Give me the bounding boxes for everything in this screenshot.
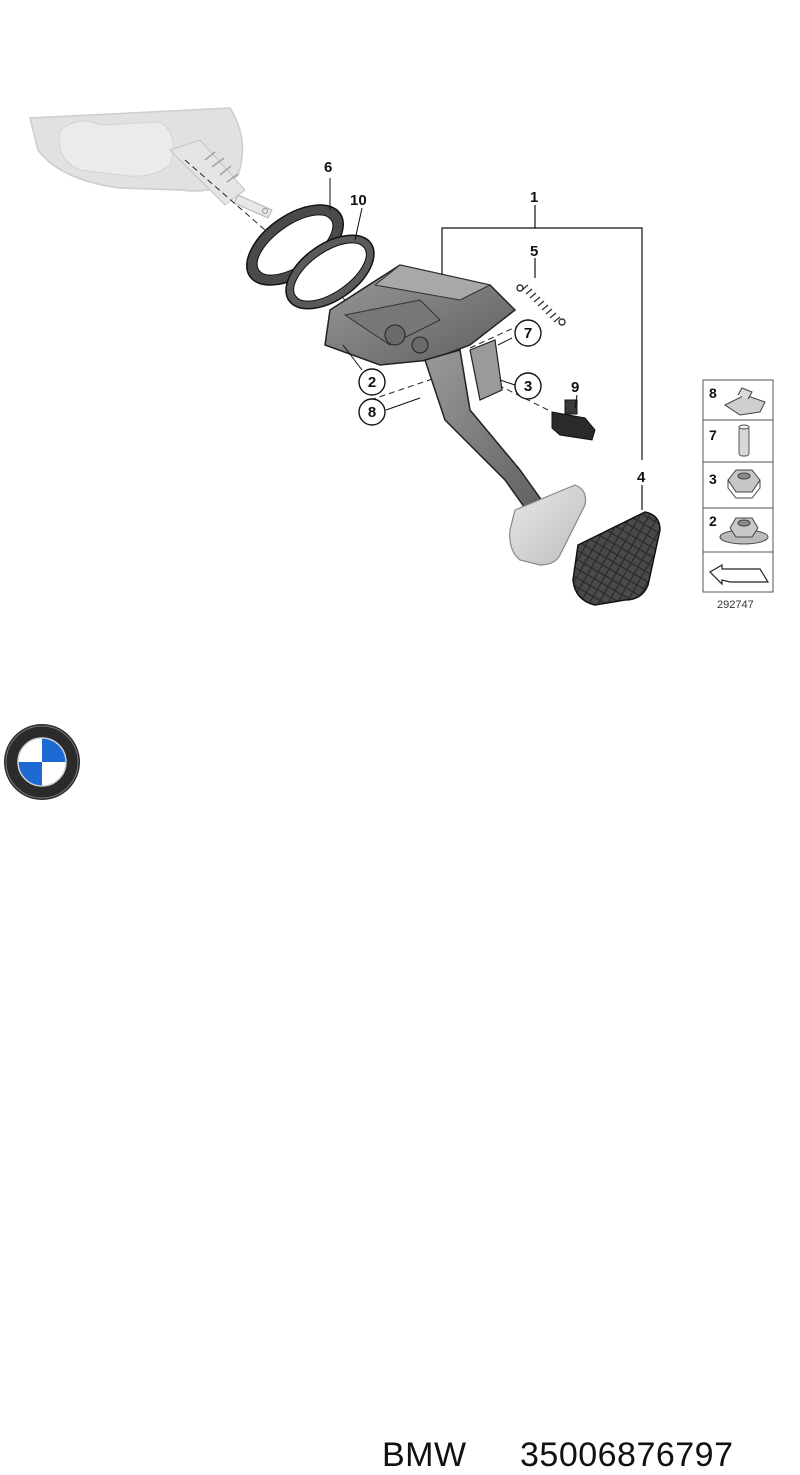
leader-lines [329, 178, 578, 411]
callout-4: 4 [637, 469, 646, 486]
callout-1-bracket [441, 205, 643, 510]
arrow-icon [709, 563, 770, 586]
part-number: 35006876797 [520, 1436, 734, 1474]
legend-label-8: 8 [709, 385, 717, 401]
switch-9 [551, 399, 596, 441]
callout-3-circle: 3 [514, 372, 542, 400]
callout-1: 1 [530, 189, 538, 206]
legend-label-2: 2 [709, 513, 717, 529]
pin-icon [738, 424, 750, 457]
pedal-pad-ghost [509, 484, 587, 566]
legend-label-3: 3 [709, 471, 717, 487]
gasket-10 [285, 234, 375, 310]
footer: BMW 35006876797 [0, 700, 800, 1474]
callout-3: 3 [524, 378, 532, 395]
switch-bracket [469, 339, 503, 401]
bmw-roundel-logo [4, 724, 80, 800]
callout-2: 2 [368, 374, 376, 391]
return-spring-5 [516, 284, 566, 326]
callout-8: 8 [368, 404, 376, 421]
hex-nut-icon [727, 469, 761, 499]
parts-diagram: 6 10 1 5 9 4 7 2 3 8 8 7 3 [29, 107, 774, 611]
callout-5: 5 [530, 243, 538, 260]
callout-2-circle: 2 [358, 368, 386, 396]
figure-code: 292747 [717, 599, 754, 611]
pedal-bracket [324, 264, 517, 366]
callout-8-circle: 8 [358, 398, 386, 426]
callout-10: 10 [350, 192, 367, 209]
flange-nut-icon [719, 517, 769, 545]
hardware-legend: 8 7 3 2 [702, 379, 774, 593]
brand-name: BMW [382, 1436, 467, 1474]
legend-label-7: 7 [709, 427, 717, 443]
callout-9: 9 [571, 379, 579, 396]
callout-7-circle: 7 [514, 319, 542, 347]
clip-icon [724, 387, 766, 416]
pedal-pad-4 [572, 511, 661, 606]
callout-6: 6 [324, 159, 332, 176]
brake-booster-ghost [29, 107, 273, 219]
callout-7: 7 [524, 325, 532, 342]
